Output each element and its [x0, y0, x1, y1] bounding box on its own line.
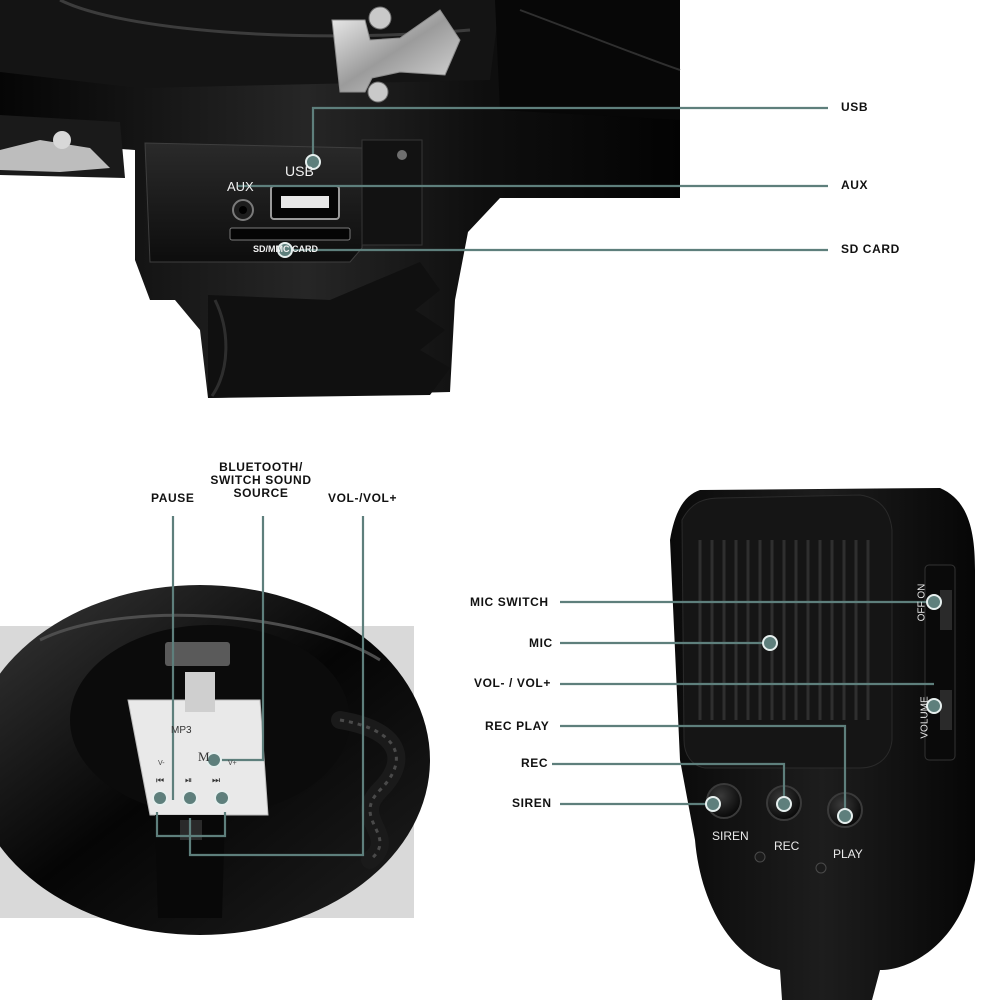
bluetooth-label-line2: SWITCH SOUND — [210, 473, 312, 487]
vol-minus-imprint: V- — [158, 760, 165, 767]
vol-mic-callout-dot — [926, 698, 942, 714]
vol-plus-imprint: V+ — [228, 760, 237, 767]
bluetooth-label: BLUETOOTH/ SWITCH SOUND SOURCE — [203, 461, 319, 500]
sd-slot-imprint: SD/MMC CARD — [253, 244, 318, 254]
siren-button-imprint: SIREN — [712, 829, 749, 843]
usb-callout-line — [311, 106, 828, 162]
play-pause-icon: ⏯ — [185, 775, 193, 785]
playpause-callout-dot — [182, 790, 198, 806]
pause-callout-dot — [152, 790, 168, 806]
aux-label: AUX — [841, 178, 869, 192]
bluetooth-label-line3: SOURCE — [233, 486, 289, 500]
play-button-imprint: PLAY — [833, 847, 863, 861]
off-on-imprint: OFF ON — [916, 583, 928, 622]
rec-play-callout-dot — [837, 808, 853, 824]
rec-callout-line — [552, 762, 786, 800]
rec-play-callout-line — [560, 724, 847, 812]
rec-play-label: REC PLAY — [485, 719, 550, 733]
sd-card-callout-dot — [277, 242, 293, 258]
sd-card-label: SD CARD — [841, 242, 900, 256]
pause-label: PAUSE — [151, 491, 195, 505]
next-callout-dot — [214, 790, 230, 806]
siren-label: SIREN — [512, 796, 552, 810]
volume-imprint: VOLUME — [919, 696, 931, 739]
prev-icon: ⏮ — [156, 775, 165, 785]
mic-callout-dot — [762, 635, 778, 651]
callout-lines — [155, 106, 934, 857]
m-button-callout-dot — [206, 752, 222, 768]
callout-dots — [152, 154, 942, 824]
m-button-imprint: M — [198, 749, 210, 764]
bluetooth-callout-line — [215, 516, 265, 762]
top-photo-megaphone-body — [0, 0, 681, 398]
rec-callout-dot — [776, 796, 792, 812]
rec-label: REC — [521, 756, 549, 770]
aux-jack-imprint: AUX — [227, 179, 254, 194]
usb-label: USB — [841, 100, 869, 114]
usb-callout-dot — [305, 154, 321, 170]
rec-button-imprint: REC — [774, 839, 800, 853]
bottom-right-photo-microphone — [670, 488, 975, 1000]
next-icon: ⏭ — [212, 775, 221, 785]
mp3-imprint: MP3 — [171, 725, 192, 736]
mic-switch-label: MIC SWITCH — [470, 595, 549, 609]
siren-callout-dot — [705, 796, 721, 812]
mic-label: MIC — [529, 636, 553, 650]
vol-mic-label: VOL- / VOL+ — [474, 676, 551, 690]
button-group-bracket — [155, 812, 227, 838]
bluetooth-label-line1: BLUETOOTH/ — [219, 460, 303, 474]
vol-top-label: VOL-/VOL+ — [328, 491, 398, 505]
mic-switch-callout-dot — [926, 594, 942, 610]
usb-port-imprint: USB — [285, 163, 314, 179]
